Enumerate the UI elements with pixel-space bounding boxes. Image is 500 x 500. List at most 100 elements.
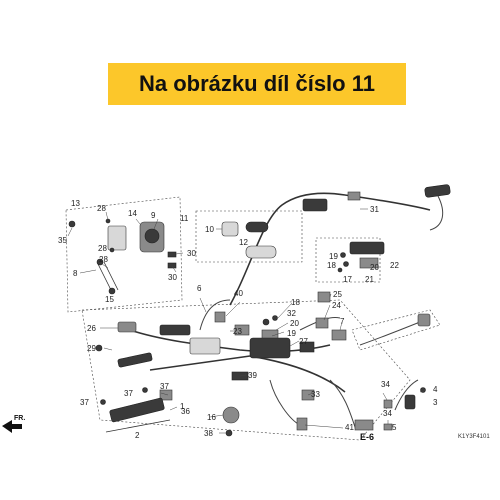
callout-1: 1 bbox=[180, 402, 185, 411]
callout-28b: 28 bbox=[98, 244, 107, 253]
callout-28a: 28 bbox=[97, 204, 106, 213]
frame-main-harness bbox=[81, 299, 411, 441]
right-sensor-lead bbox=[359, 313, 431, 431]
callout-27: 27 bbox=[299, 337, 308, 346]
callout-20a: 20 bbox=[370, 263, 379, 272]
fr-arrow-icon bbox=[2, 420, 22, 433]
callout-22: 22 bbox=[390, 261, 399, 270]
grip-end bbox=[424, 184, 451, 198]
bracket-20 bbox=[359, 257, 379, 269]
connector-block-left bbox=[159, 324, 191, 336]
callout-29: 29 bbox=[87, 344, 96, 353]
callout-8: 8 bbox=[73, 269, 78, 278]
fr-label: FR. bbox=[14, 415, 25, 422]
callout-37c: 37 bbox=[160, 382, 169, 391]
callout-40: 40 bbox=[234, 289, 243, 298]
switch-body bbox=[107, 225, 127, 251]
callout-19b: 19 bbox=[287, 329, 296, 338]
lower-parts bbox=[100, 387, 374, 437]
callout-19: 19 bbox=[329, 252, 338, 261]
callout-24: 24 bbox=[332, 301, 341, 310]
callout-14: 14 bbox=[128, 209, 137, 218]
callout-36: 36 bbox=[181, 407, 190, 416]
part-number-banner: Na obrázku díl číslo 11 bbox=[108, 63, 406, 105]
callout-3: 3 bbox=[433, 398, 438, 407]
handlebar-cable bbox=[229, 184, 451, 306]
callout-15: 15 bbox=[105, 295, 114, 304]
clamp-31 bbox=[347, 191, 361, 201]
part-16 bbox=[222, 406, 240, 424]
callout-39: 39 bbox=[248, 371, 257, 380]
callout-35: 35 bbox=[58, 236, 67, 245]
callout-4: 4 bbox=[433, 385, 438, 394]
part-27 bbox=[117, 352, 153, 368]
group-frames bbox=[65, 196, 441, 441]
callout-labels: 13 35 28 14 9 28 28 8 15 30 30 11 10 12 … bbox=[14, 199, 490, 442]
front-direction-arrow bbox=[2, 420, 22, 433]
callout-41: 41 bbox=[345, 423, 354, 432]
cable-tail bbox=[429, 195, 444, 231]
main-block bbox=[249, 337, 291, 359]
callout-11: 11 bbox=[180, 214, 189, 223]
callout-6: 6 bbox=[197, 284, 202, 293]
callout-9: 9 bbox=[151, 211, 156, 220]
callout-10: 10 bbox=[205, 225, 214, 234]
callout-37a: 37 bbox=[80, 398, 89, 407]
banner-text: Na obrázku díl číslo 11 bbox=[139, 71, 375, 96]
callout-34: 34 bbox=[381, 380, 390, 389]
frame-cover-parts bbox=[195, 210, 303, 263]
callout-12: 12 bbox=[239, 238, 248, 247]
right-parts bbox=[337, 241, 385, 273]
part-26 bbox=[117, 321, 137, 333]
part-23 bbox=[234, 324, 250, 336]
callout-34b: 34 bbox=[383, 409, 392, 418]
callout-16: 16 bbox=[207, 413, 216, 422]
callout-20b: 20 bbox=[290, 319, 299, 328]
callout-32: 32 bbox=[287, 309, 296, 318]
bracket-2 bbox=[105, 419, 171, 433]
sensor-3 bbox=[404, 394, 416, 410]
callout-26: 26 bbox=[87, 324, 96, 333]
part-38 bbox=[225, 429, 233, 437]
callout-5: 5 bbox=[392, 423, 397, 432]
cover-12-bottom bbox=[245, 245, 277, 259]
frame-right-parts bbox=[315, 237, 381, 283]
junction-box bbox=[189, 337, 221, 355]
part-29 bbox=[95, 344, 103, 352]
part-34 bbox=[383, 399, 393, 409]
part-4 bbox=[420, 387, 426, 393]
callout-7: 7 bbox=[340, 317, 345, 326]
callout-18b: 18 bbox=[291, 298, 300, 307]
callout-13: 13 bbox=[71, 199, 80, 208]
part-40 bbox=[214, 311, 226, 323]
callout-30a: 30 bbox=[187, 249, 196, 258]
callout-33: 33 bbox=[311, 390, 320, 399]
callout-37b: 37 bbox=[124, 389, 133, 398]
part-e6 bbox=[354, 419, 374, 431]
part-36 bbox=[159, 389, 173, 401]
leader-lines bbox=[67, 211, 425, 434]
diagram-code: K1Y3F4101 bbox=[458, 434, 490, 440]
callout-25: 25 bbox=[333, 290, 342, 299]
part-24 bbox=[315, 317, 329, 329]
callout-2: 2 bbox=[135, 431, 140, 440]
ref-e6: E-6 bbox=[360, 432, 374, 442]
cable-upper bbox=[229, 192, 346, 306]
callout-23: 23 bbox=[233, 327, 242, 336]
part-41 bbox=[296, 417, 308, 431]
callout-31: 31 bbox=[370, 205, 379, 214]
switch-knob bbox=[144, 228, 160, 244]
screw-13 bbox=[68, 220, 76, 228]
callout-18a: 18 bbox=[327, 261, 336, 270]
callout-30b: 30 bbox=[168, 273, 177, 282]
unit-1 bbox=[109, 397, 165, 423]
part-25 bbox=[317, 291, 331, 303]
unit-22 bbox=[349, 241, 385, 255]
callout-21: 21 bbox=[365, 275, 374, 284]
part-5 bbox=[383, 423, 393, 431]
left-switch-assembly bbox=[68, 218, 177, 295]
lever-8 bbox=[97, 261, 119, 293]
cover-10 bbox=[221, 221, 239, 237]
